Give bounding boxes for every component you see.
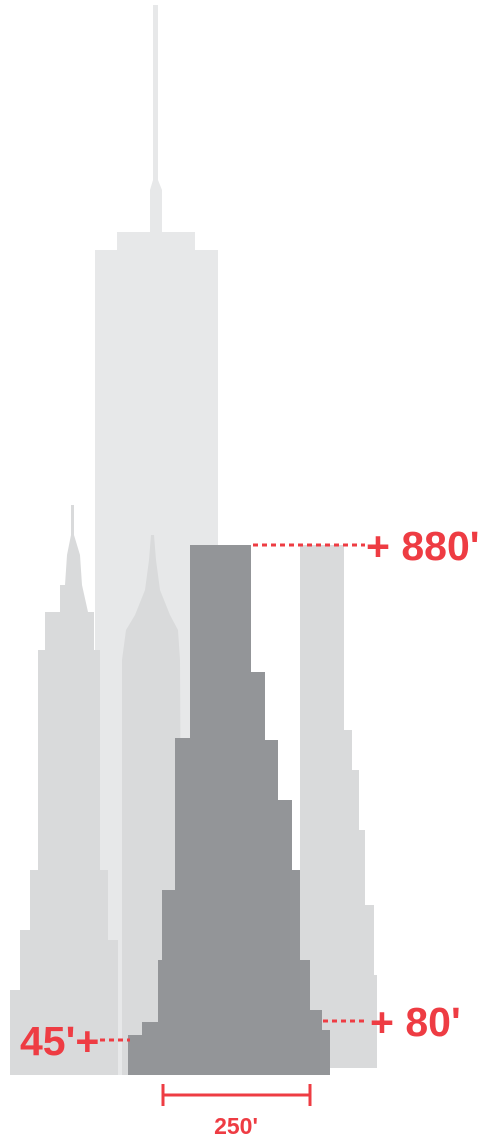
base-left-label: 45'+ [20,1018,99,1064]
base-width-bracket [161,1084,312,1106]
top-height-label: + 880' [366,523,480,569]
highlight-building [128,545,330,1075]
base-width-label: 250' [214,1113,258,1139]
left-spired-building [10,505,118,1075]
right-slab-building [283,545,377,1068]
tall-tower-spire [150,5,162,232]
base-right-label: + 80' [370,999,461,1045]
